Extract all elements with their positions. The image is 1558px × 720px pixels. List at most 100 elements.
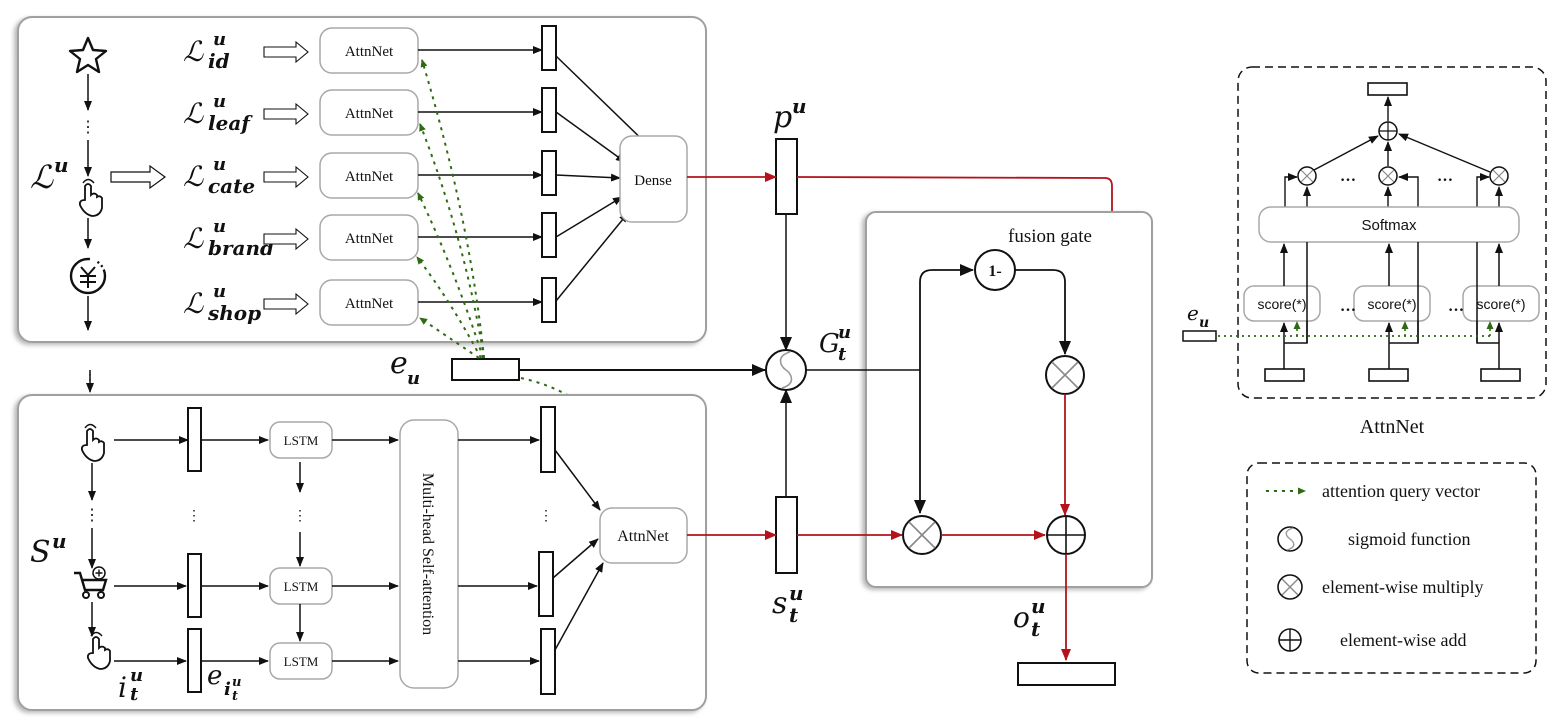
lstm-label: LSTM bbox=[284, 433, 319, 448]
svg-text:u: u bbox=[213, 29, 226, 50]
click-hand-icon bbox=[86, 631, 111, 670]
vdots: ⋮ bbox=[80, 119, 96, 136]
svg-text:t: t bbox=[232, 689, 238, 704]
legend-label: attention query vector bbox=[1322, 481, 1480, 501]
session-attnnet-block[interactable]: AttnNet bbox=[599, 507, 688, 564]
svg-text:u: u bbox=[1199, 315, 1209, 331]
click-hand-icon bbox=[78, 178, 103, 217]
dense-block[interactable]: Dense bbox=[619, 135, 688, 223]
hollow-arrow bbox=[263, 102, 309, 126]
hollow-arrow bbox=[263, 227, 309, 251]
short-term-label: S bbox=[30, 535, 51, 570]
attention-output-vector bbox=[538, 551, 554, 617]
lstm-cell[interactable]: LSTM bbox=[269, 642, 333, 680]
feature-subscript: leaf bbox=[208, 111, 253, 135]
feature-symbol: ℒ bbox=[183, 97, 204, 130]
legend-label: element-wise add bbox=[1340, 630, 1466, 650]
short-term-preference-vector bbox=[775, 496, 798, 574]
svg-text:u: u bbox=[213, 216, 226, 237]
score-label: score(*) bbox=[1367, 296, 1416, 312]
short-term-label-sup: u bbox=[52, 529, 67, 553]
attnnet-block-leaf[interactable]: AttnNet bbox=[319, 89, 419, 136]
attnnet-block-id[interactable]: AttnNet bbox=[319, 27, 419, 74]
attention-output-vector bbox=[540, 628, 556, 695]
svg-text:t: t bbox=[838, 344, 847, 365]
svg-text:1-: 1- bbox=[988, 263, 1001, 280]
feature-embedding-vector bbox=[541, 212, 557, 258]
feature-subscript: shop bbox=[207, 301, 261, 325]
svg-text:u: u bbox=[789, 581, 804, 605]
sequence-row: LSTM bbox=[114, 407, 399, 472]
hollow-arrow bbox=[110, 164, 167, 190]
feature-subscript: id bbox=[208, 49, 230, 73]
lstm-cell[interactable]: LSTM bbox=[269, 567, 333, 605]
attnnet-detail-panel bbox=[1237, 66, 1547, 399]
attnnet-label: AttnNet bbox=[345, 106, 394, 122]
attnnet-label: AttnNet bbox=[345, 169, 394, 185]
item-embedding-label: e bbox=[207, 661, 222, 691]
score-label: score(*) bbox=[1257, 296, 1306, 312]
fusion-gate-panel bbox=[865, 211, 1153, 588]
self-attention-label: Multi-head Self-attention bbox=[419, 473, 436, 635]
svg-text:…: … bbox=[1437, 168, 1453, 185]
p-label: p bbox=[773, 100, 792, 135]
attnnet-block-cate[interactable]: AttnNet bbox=[319, 152, 419, 199]
softmax-block[interactable]: Softmax bbox=[1258, 206, 1520, 243]
add-cart-icon bbox=[74, 566, 108, 599]
fusion-gate-title: fusion gate bbox=[1008, 226, 1092, 247]
hollow-arrow bbox=[263, 292, 309, 316]
query-vector-label-sub: u bbox=[407, 368, 420, 389]
hollow-arrow bbox=[263, 40, 309, 64]
feature-embedding-vector bbox=[541, 150, 557, 196]
feature-symbol: ℒ bbox=[183, 287, 204, 320]
svg-text:⋮: ⋮ bbox=[187, 509, 201, 524]
feature-embedding-vector bbox=[541, 277, 557, 323]
svg-text:t: t bbox=[789, 603, 799, 627]
score-label: score(*) bbox=[1476, 296, 1525, 312]
svg-text:⋮: ⋮ bbox=[539, 509, 553, 524]
sequence-row: LSTM bbox=[114, 628, 399, 693]
item-embedding-vector bbox=[187, 553, 202, 618]
legend-add-icon bbox=[1278, 628, 1302, 652]
multiply-node bbox=[1045, 355, 1085, 395]
click-hand-icon bbox=[80, 423, 105, 462]
attnnet-title: AttnNet bbox=[1360, 416, 1425, 438]
attnnet-block-shop[interactable]: AttnNet bbox=[319, 279, 419, 326]
attnnet-block-brand[interactable]: AttnNet bbox=[319, 214, 419, 261]
feature-symbol: ℒ bbox=[183, 222, 204, 255]
add-node bbox=[1046, 515, 1086, 555]
svg-text:…: … bbox=[1340, 168, 1356, 185]
long-term-preference-vector bbox=[775, 138, 798, 215]
multiply-node bbox=[1489, 166, 1509, 186]
query-vector-label: e bbox=[1187, 301, 1199, 325]
svg-text:u: u bbox=[838, 322, 851, 343]
attnnet-label: AttnNet bbox=[345, 296, 394, 312]
svg-text:u: u bbox=[213, 281, 226, 302]
svg-text:…: … bbox=[1340, 298, 1356, 315]
score-block[interactable]: score(*) bbox=[1353, 285, 1431, 322]
multi-head-self-attention-block[interactable]: Multi-head Self-attention bbox=[399, 419, 459, 689]
softmax-label: Softmax bbox=[1361, 217, 1417, 234]
long-term-label-sup: u bbox=[54, 153, 69, 177]
one-minus-node: 1- bbox=[974, 249, 1016, 291]
item-embedding-vector bbox=[187, 628, 202, 693]
feature-symbol: ℒ bbox=[183, 160, 204, 193]
feature-embedding-vector bbox=[541, 87, 557, 133]
hollow-arrow bbox=[263, 165, 309, 189]
query-vector-label: e bbox=[390, 346, 408, 381]
dense-label: Dense bbox=[634, 173, 672, 189]
legend-label: sigmoid function bbox=[1348, 529, 1471, 549]
svg-text:u: u bbox=[213, 154, 226, 175]
score-block[interactable]: score(*) bbox=[1462, 285, 1540, 322]
output-vector bbox=[1017, 662, 1116, 686]
feature-subscript: cate bbox=[208, 174, 255, 198]
lstm-cell[interactable]: LSTM bbox=[269, 421, 333, 459]
legend-multiply-icon bbox=[1277, 574, 1303, 600]
score-block[interactable]: score(*) bbox=[1243, 285, 1321, 322]
attnnet-input-vector bbox=[1480, 368, 1521, 382]
svg-text:u: u bbox=[1031, 594, 1046, 618]
legend-sigmoid-icon bbox=[1277, 526, 1303, 552]
